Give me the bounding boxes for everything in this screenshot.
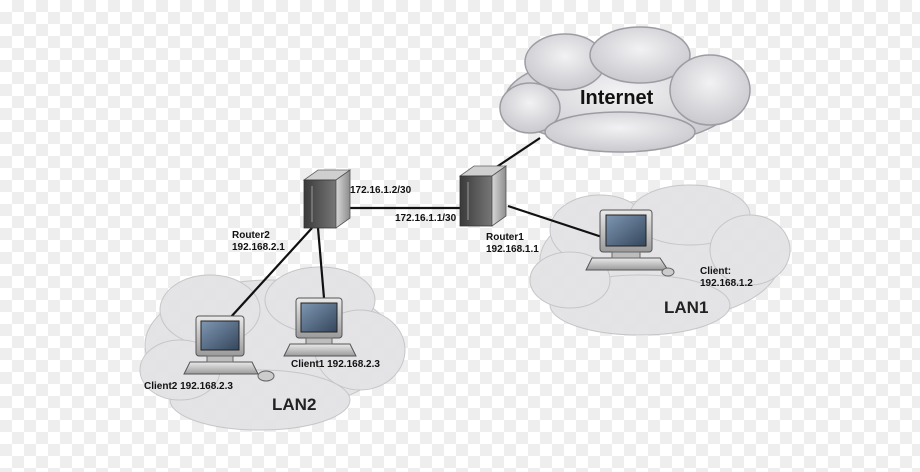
network-links	[229, 137, 606, 319]
router2-name: Router2	[232, 230, 270, 241]
router2-device[interactable]	[302, 169, 352, 229]
router1-name: Router1	[486, 232, 524, 243]
router1-lan-ip: 192.168.1.1	[486, 244, 539, 255]
internet-label: Internet	[580, 87, 654, 109]
lan1-client-label: Client:	[700, 266, 732, 277]
router2-wan-ip: 172.16.1.2/30	[350, 185, 412, 196]
link-router2-client1	[316, 227, 326, 299]
lan1-label: LAN1	[664, 298, 709, 317]
internet-cloud	[499, 26, 751, 153]
router2-lan-ip: 192.168.2.1	[232, 242, 285, 253]
lan2-label: LAN2	[272, 395, 317, 414]
link-router2-client2	[229, 227, 313, 319]
client2-label: Client2 192.168.2.3	[144, 381, 233, 392]
link-router1-lan1-client	[507, 204, 606, 240]
client2-computer-icon[interactable]	[183, 315, 275, 382]
router1-wan-ip: 172.16.1.1/30	[395, 213, 457, 224]
lan1-client-ip: 192.168.1.2	[700, 278, 753, 289]
lan1-client-computer-icon[interactable]	[585, 209, 675, 277]
router1-device[interactable]	[458, 165, 508, 227]
link-router1-internet	[494, 137, 541, 169]
client1-label: Client1 192.168.2.3	[291, 359, 380, 370]
client1-computer-icon[interactable]	[283, 297, 357, 357]
